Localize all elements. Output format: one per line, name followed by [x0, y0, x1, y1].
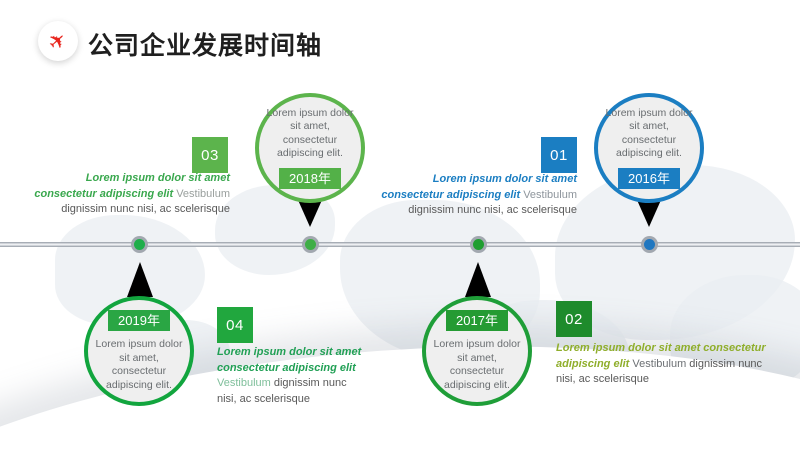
milestone-bubble-2017: 2017年 Lorem ipsum dolor sit amet, consec… [422, 296, 532, 406]
bubble-text: Lorem ipsum dolor sit amet, consectetur … [605, 106, 693, 160]
timeline-dot-2018 [302, 236, 319, 253]
timeline-dot-2017 [470, 236, 487, 253]
body-text: dignissim nunc nisi, ac scelerisque [408, 204, 577, 216]
muted-word: Vestibulum [176, 187, 230, 200]
bubble-pointer-2016 [637, 200, 661, 227]
milestone-bubble-2018: Lorem ipsum dolor sit amet, consectetur … [255, 93, 365, 203]
muted-word: Vestibulum [523, 188, 577, 201]
body-text: dignissim nunc nisi, ac scelerisque [556, 357, 763, 386]
number-badge-02: 02 [556, 301, 592, 337]
bubble-text: Lorem ipsum dolor sit amet, consectetur … [433, 338, 521, 391]
headline-accent: Lorem ipsum dolor sit amet consectetur a… [556, 342, 766, 370]
timeline-line [0, 242, 800, 247]
timeline-dot-2019 [131, 236, 148, 253]
milestone-description-03: Lorem ipsum dolor sit amet consectetur a… [34, 171, 230, 218]
milestone-description-01: Lorem ipsum dolor sit amet consectetur a… [377, 172, 577, 219]
bubble-pointer-2017 [465, 262, 491, 297]
timeline-dot-2016 [641, 236, 658, 253]
headline-accent: Lorem ipsum dolor sit amet consectetur a… [381, 173, 577, 201]
number-badge-01: 01 [541, 137, 577, 173]
airplane-glyph: ✈ [43, 26, 73, 56]
milestone-bubble-2019: 2019年 Lorem ipsum dolor sit amet, consec… [84, 296, 194, 406]
number-badge-04: 04 [217, 307, 253, 343]
year-chip-2018: 2018年 [279, 167, 341, 190]
bubble-pointer-2019 [127, 262, 153, 297]
muted-word: Vestibulum [632, 357, 687, 370]
headline-accent: Lorem ipsum dolor sit amet consectetur a… [34, 172, 230, 200]
milestone-description-04: Lorem ipsum dolor sit amet consectetur a… [217, 345, 369, 407]
number-badge-03: 03 [192, 137, 228, 173]
bubble-text: Lorem ipsum dolor sit amet, consectetur … [266, 106, 354, 160]
body-text: dignissim nunc nisi, ac scelerisque [217, 377, 347, 405]
year-chip-2017: 2017年 [446, 309, 508, 332]
slide-title: 公司企业发展时间轴 [88, 32, 323, 60]
body-text: dignissim nunc nisi, ac scelerisque [61, 203, 230, 215]
year-chip-2019: 2019年 [108, 309, 170, 332]
bubble-text: Lorem ipsum dolor sit amet, consectetur … [95, 338, 183, 391]
year-chip-2016: 2016年 [618, 167, 680, 190]
airplane-icon: ✈ [38, 21, 78, 61]
bubble-pointer-2018 [298, 200, 322, 227]
muted-word: Vestibulum [217, 377, 271, 389]
headline-accent: Lorem ipsum dolor sit amet consectetur a… [217, 346, 362, 374]
milestone-bubble-2016: Lorem ipsum dolor sit amet, consectetur … [594, 93, 704, 203]
milestone-description-02: Lorem ipsum dolor sit amet consectetur a… [556, 341, 768, 388]
